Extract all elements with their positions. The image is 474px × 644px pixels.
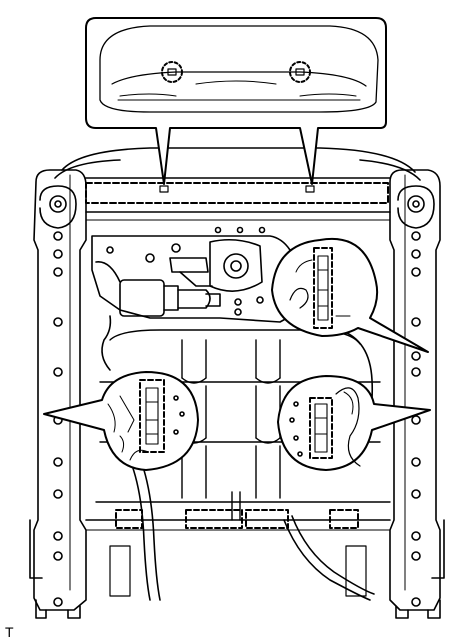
clip-marker-lower-2: [186, 510, 242, 528]
upper-cross-member: [86, 178, 390, 220]
clip-marker-left: [140, 380, 164, 452]
illustration-code-label: T: [5, 624, 14, 640]
left-clip-callout: [44, 372, 198, 470]
motor-assembly: [96, 262, 220, 370]
right-side-rail: [390, 170, 444, 618]
clip-marker-top-left: [162, 62, 182, 82]
left-side-rail: [30, 170, 86, 618]
mechanism-plate: [92, 228, 298, 323]
right-upper-clip-callout: [272, 239, 428, 352]
clip-marker-top-right: [290, 62, 310, 82]
clip-marker-lower-4: [330, 510, 358, 528]
seat-back-outline: [55, 148, 420, 590]
clip-marker-upper-strip: [86, 183, 388, 203]
clip-marker-right-lower: [310, 398, 332, 458]
lower-clip-markers: [116, 510, 358, 528]
clip-marker-right-upper: [314, 248, 332, 328]
lower-cross-member: [86, 520, 390, 596]
right-lower-clip-callout: [278, 376, 430, 470]
clip-marker-lower-1: [116, 510, 142, 528]
clip-marker-lower-3: [246, 510, 288, 528]
top-detail-callout: [86, 18, 386, 192]
